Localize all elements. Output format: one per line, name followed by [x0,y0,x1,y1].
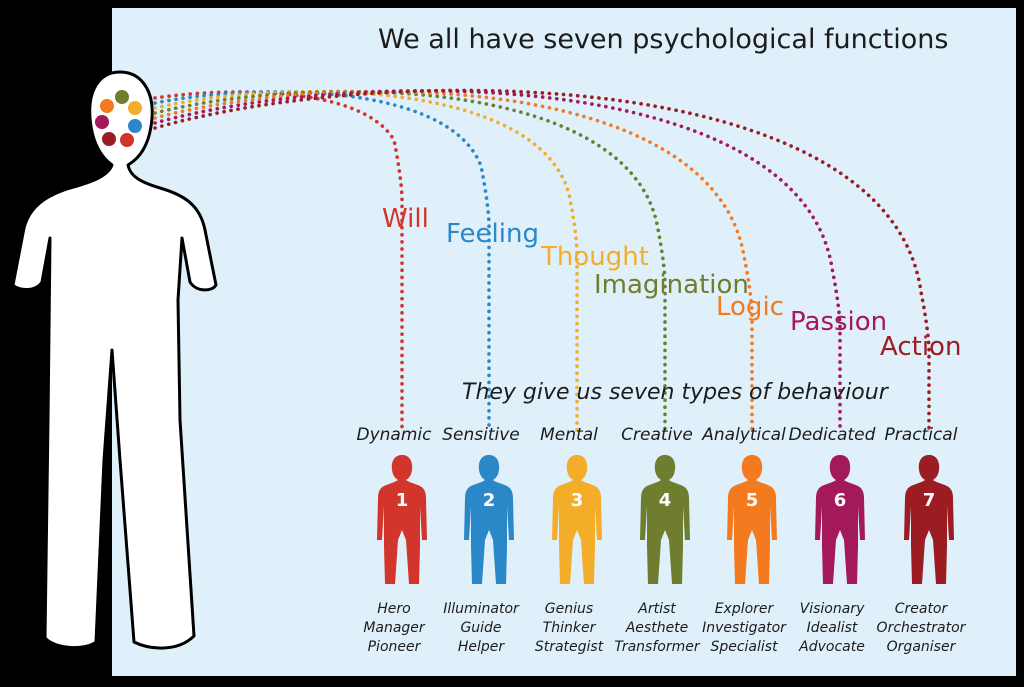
role-label: Guide [460,620,502,636]
large-person-silhouette-icon [11,70,218,650]
type-number: 5 [746,490,759,511]
behaviour-type-label: Sensitive [442,425,520,445]
behaviour-type-label: Creative [621,425,693,445]
function-arcs [153,88,931,432]
behaviour-type-label: Mental [540,425,598,445]
person-figure-icon: 2 [464,455,514,584]
type-number: 2 [483,490,496,511]
behaviour-subtitle: They give us seven types of behaviour [462,380,888,405]
function-label: Logic [716,292,784,322]
function-label: Thought [541,242,649,272]
behaviour-type-label: Analytical [702,425,786,445]
role-label: Creator [894,601,948,617]
head-dot [128,119,142,133]
head-dot [102,132,116,146]
type-figure-body [640,455,690,584]
person-figure-icon: 4 [640,455,690,584]
role-label: Aesthete [625,620,689,636]
role-label: Organiser [886,639,956,655]
person-figure-icon: 1 [377,455,427,584]
behaviour-type-label: Dynamic [356,425,432,445]
role-label: Thinker [542,620,596,636]
role-label: Strategist [534,639,604,655]
type-figure-body [552,455,602,584]
head-color-dots [95,90,142,147]
behaviour-type-label: Dedicated [788,425,876,445]
type-number: 6 [834,490,847,511]
role-label: Helper [457,639,505,655]
role-label: Illuminator [443,601,519,617]
function-arc [153,90,491,432]
function-arc [153,89,579,432]
type-number: 7 [923,490,936,511]
person-figure-icon: 5 [727,455,777,584]
head-dot [128,101,142,115]
role-label: Idealist [806,620,858,636]
function-arc [153,88,931,432]
function-label: Feeling [446,219,539,249]
function-arc [153,90,404,432]
type-figure-body [727,455,777,584]
role-label: Pioneer [367,639,421,655]
page-title: We all have seven psychological function… [378,24,949,55]
role-label: Genius [544,601,594,617]
person-figure-icon: 3 [552,455,602,584]
function-label: Imagination [594,270,749,300]
role-label: Advocate [799,639,865,655]
type-number: 4 [659,490,672,511]
role-label: Visionary [799,601,865,617]
head-dot [115,90,129,104]
head-dot [120,133,134,147]
type-figure-body [464,455,514,584]
behaviour-type-label: Practical [884,425,958,445]
person-figure-icon: 6 [815,455,865,584]
person-figure-icon: 7 [904,455,954,584]
role-label: Specialist [710,639,778,655]
role-label: Orchestrator [876,620,966,636]
role-label: Artist [638,601,676,617]
type-number: 3 [571,490,584,511]
role-label: Transformer [614,639,700,655]
role-label: Hero [377,601,411,617]
function-label: Will [382,204,429,234]
role-label: Investigator [702,620,786,636]
function-arc [153,89,667,432]
function-label: Passion [790,307,888,337]
type-figure-body [377,455,427,584]
function-arc [153,89,754,432]
type-figures: 1 2 3 4 5 6 7 [377,455,954,584]
head-dot [100,99,114,113]
type-number: 1 [396,490,409,511]
head-dot [95,115,109,129]
type-figure-body [815,455,865,584]
role-label: Manager [363,620,425,636]
role-label: Explorer [714,601,774,617]
type-figure-body [904,455,954,584]
function-label: Action [880,332,962,362]
